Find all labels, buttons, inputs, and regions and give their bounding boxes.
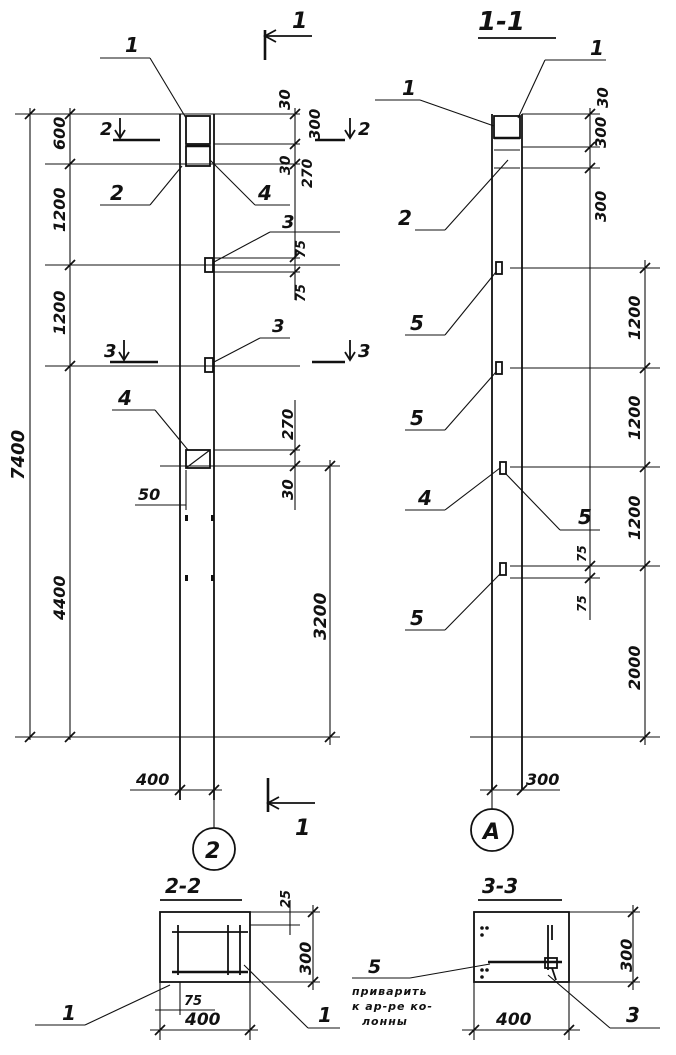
dimension-label: 1 [318, 1003, 332, 1027]
dimension-label: 2000 [625, 645, 644, 690]
dimension-label: 270 [279, 409, 297, 440]
cut-mark-3-left: 3 [104, 340, 158, 364]
dimension-label: 5 [410, 606, 424, 630]
dimension-label: 1 [62, 1001, 76, 1025]
dimension-label: 50 [138, 485, 160, 504]
dimension-label: 1200 [50, 187, 69, 232]
cut-mark-2-left: 2 [100, 118, 160, 142]
dimension-label: 2 [110, 181, 124, 205]
dimension-label: 300 [592, 117, 610, 148]
dimension-label: 30 [276, 89, 294, 110]
axis-2-marker [192, 827, 236, 871]
cut-mark-3-right: 3 [312, 340, 371, 364]
axis-a-marker [470, 808, 514, 852]
dimension-label: 1 [292, 9, 307, 34]
dimension-label: 2-2 [165, 874, 201, 898]
dimension-label: 30 [278, 155, 294, 175]
dimension-label: 2 [358, 119, 371, 140]
dimension-label: 3 [282, 212, 295, 233]
section-3-3: 3-3 300 400 3 5 приварить к [352, 874, 660, 1040]
dimension-label: 75 [294, 240, 309, 258]
dimension-label: 300 [306, 109, 324, 140]
right-elevation: 30 300 300 1200 1200 1200 2000 75 75 300… [375, 36, 660, 852]
dimension-label: 400 [135, 770, 169, 789]
dimension-label: 2 [100, 119, 113, 140]
dimension-label: 4400 [50, 575, 69, 621]
cut-mark-2-right: 2 [315, 118, 371, 142]
cut-mark-1-top: 1 [263, 9, 312, 60]
weld-note-line2: к ар-ре ко- [352, 1000, 433, 1013]
dimension-label: 1 [402, 76, 416, 100]
dimension-label: 3200 [311, 593, 331, 640]
cut-mark-1-bottom: 1 [266, 778, 315, 841]
dimension-label: 3 [358, 341, 371, 362]
dimension-label: 1 [590, 36, 604, 60]
section-1-1-title: 1-1 [478, 7, 556, 39]
dimension-label: 1 [125, 33, 139, 57]
dimension-label: 30 [279, 479, 297, 500]
dimension-label: 1200 [625, 395, 644, 440]
dimension-label: 300 [617, 939, 636, 972]
weld-note-line1: приварить [352, 985, 427, 998]
dimension-label: 3-3 [482, 874, 518, 898]
dimension-label: 75 [184, 994, 202, 1009]
dimension-label: 3 [626, 1003, 640, 1027]
dimension-label: 5 [368, 956, 381, 978]
dimension-label: 300 [526, 770, 559, 789]
dimension-label: 75 [294, 284, 309, 302]
dimension-label: 1-1 [478, 7, 525, 37]
dimension-label: 75 [575, 545, 589, 562]
dimension-label: 400 [184, 1010, 221, 1030]
dimension-label: A [481, 820, 500, 845]
dimension-label: 400 [495, 1010, 532, 1030]
dimension-label: 75 [575, 595, 589, 612]
dimension-label: 1200 [50, 290, 69, 335]
dimension-label: 5 [410, 311, 424, 335]
dimension-label: 270 [300, 159, 316, 188]
section-2-2: 2-2 25 300 75 400 1 1 [35, 874, 340, 1040]
dimension-label: 4 [117, 386, 132, 410]
weld-note-line3: лонны [362, 1015, 408, 1028]
dimension-label: 3 [104, 341, 117, 362]
dimension-label: 1 [295, 816, 310, 841]
dimension-label: 7400 [8, 430, 29, 480]
dimension-label: 25 [279, 890, 294, 908]
left-elevation: 600 1200 1200 4400 7400 30 300 [8, 33, 371, 871]
dimension-label: 30 [594, 87, 612, 108]
dimension-label: 4 [257, 181, 272, 205]
dimension-label: 1200 [625, 295, 644, 340]
dimension-label: 1200 [625, 495, 644, 540]
dimension-label: 5 [578, 505, 592, 529]
dimension-label: 300 [592, 191, 610, 222]
dimension-label: 2 [205, 839, 220, 864]
dimension-label: 300 [296, 942, 315, 975]
dimension-label: 4 [417, 486, 432, 510]
dim-50: 50 [135, 470, 187, 510]
dimension-label: 600 [50, 117, 69, 150]
dimension-label: 3 [272, 316, 285, 337]
dimension-label: 2 [398, 206, 412, 230]
dimension-label: 5 [410, 406, 424, 430]
